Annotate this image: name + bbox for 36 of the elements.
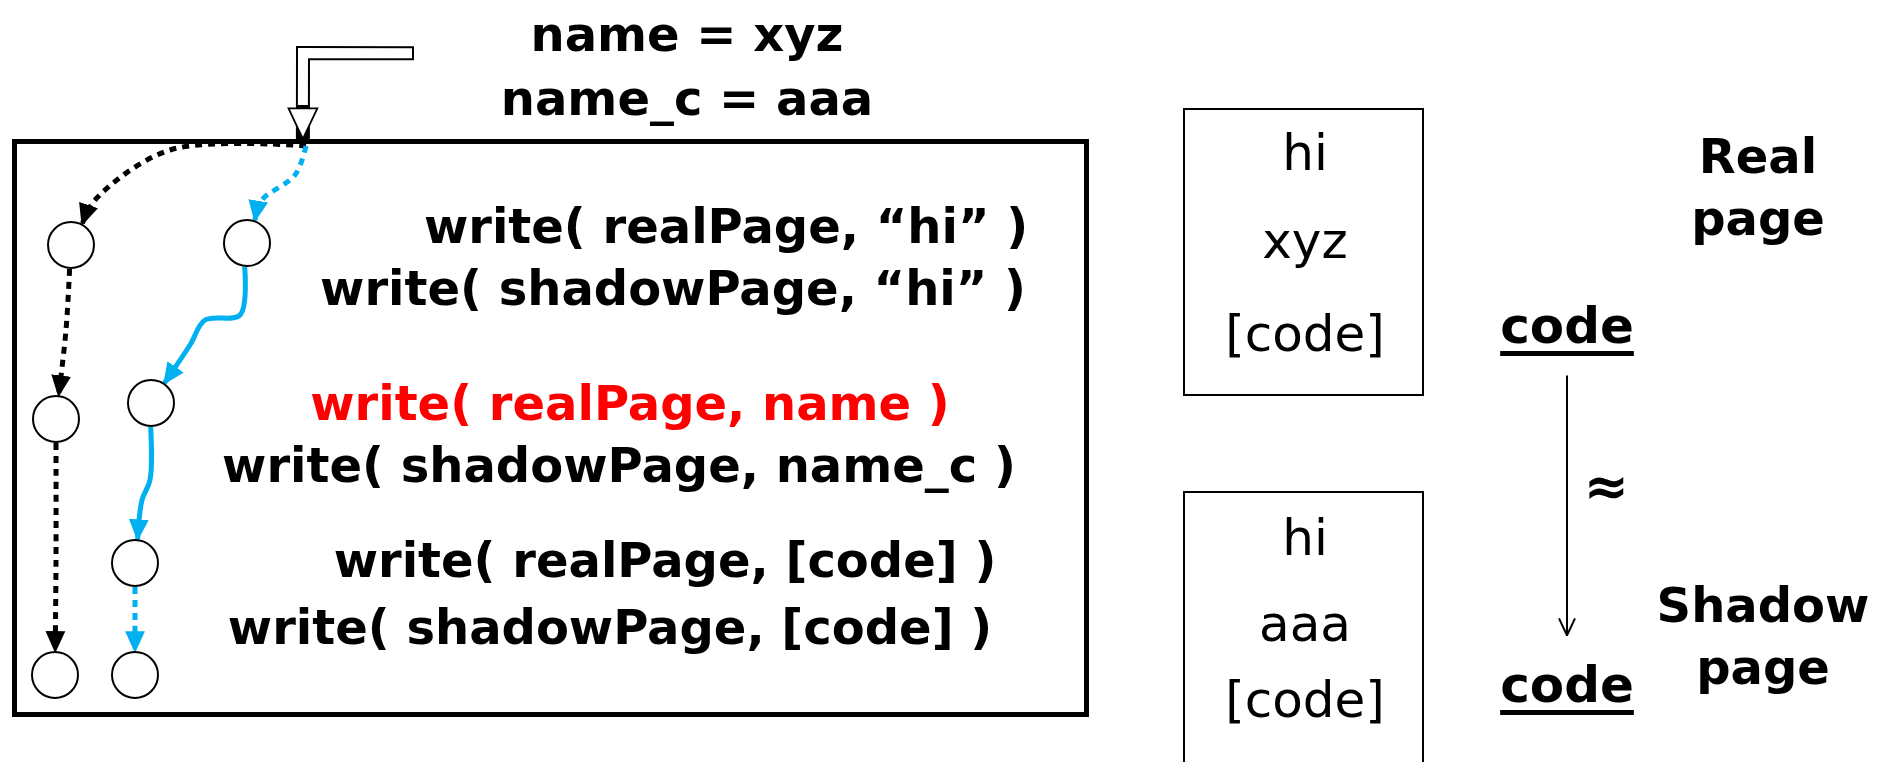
code-line: write( realPage, [code] ) xyxy=(333,532,997,588)
arrow xyxy=(45,443,66,654)
page-content-text: xyz xyxy=(1262,212,1348,270)
page-title-label: Real page xyxy=(1690,126,1826,248)
circle-node xyxy=(32,395,80,443)
code-line: write( shadowPage, name_c ) xyxy=(222,437,1016,493)
arrow xyxy=(287,46,415,140)
circle-node xyxy=(223,219,271,267)
page-box xyxy=(1183,491,1424,762)
circle-node xyxy=(47,221,95,269)
arrow xyxy=(128,426,154,542)
code-line: write( realPage, name ) xyxy=(310,375,950,431)
page-content-text: [code] xyxy=(1225,671,1385,729)
page-content-text: hi xyxy=(1282,509,1328,567)
arrow xyxy=(162,266,248,385)
code-line: write( shadowPage, [code] ) xyxy=(227,599,993,655)
arrow xyxy=(125,587,145,654)
assignment-text: name_c = aaa xyxy=(500,70,874,126)
page-content-text: hi xyxy=(1282,124,1328,182)
page-title-label: Shadow page xyxy=(1655,575,1871,697)
code-line: write( shadowPage, “hi” ) xyxy=(320,260,1026,316)
arrow xyxy=(1558,374,1576,637)
arrow xyxy=(248,145,309,223)
assignment-text: name = xyz xyxy=(530,6,844,62)
code-label: code xyxy=(1497,654,1637,716)
code-line: write( realPage, “hi” ) xyxy=(423,198,1029,254)
circle-node xyxy=(31,651,79,699)
code-panel xyxy=(12,139,1089,717)
page-content-text: aaa xyxy=(1259,595,1351,653)
page-content-text: [code] xyxy=(1225,305,1385,363)
code-label: code xyxy=(1497,295,1637,357)
arrow xyxy=(51,268,73,398)
circle-node xyxy=(111,539,159,587)
page-box xyxy=(1183,108,1424,396)
circle-node xyxy=(127,379,175,427)
circle-node xyxy=(111,651,159,699)
